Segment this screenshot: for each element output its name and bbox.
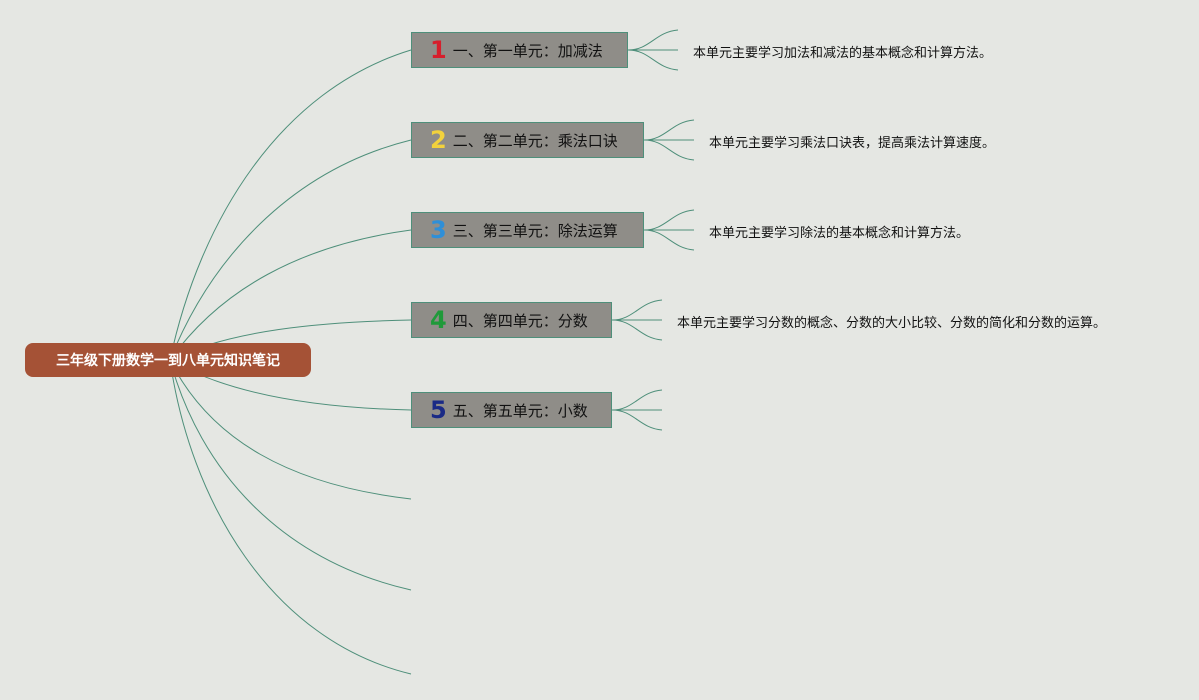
link-root-branch-2 — [169, 139, 412, 361]
link-root-empty-6 — [169, 359, 412, 500]
fan-branch-3-bot — [643, 229, 695, 251]
fan-branch-4-top — [611, 299, 663, 321]
link-root-empty-8 — [169, 359, 412, 675]
branch-detail-2[interactable]: 本单元主要学习乘法口诀表，提高乘法计算速度。 — [709, 136, 996, 151]
branch-topic-4[interactable]: 4 四、第四单元：分数 — [411, 302, 612, 338]
fan-branch-5-bot — [611, 409, 663, 431]
branch-topic-1[interactable]: 1 一、第一单元：加减法 — [411, 32, 628, 68]
fan-branch-2-top — [643, 119, 695, 141]
branch-title-5: 五、第五单元：小数 — [452, 401, 588, 420]
fan-branch-4-bot — [611, 319, 663, 341]
root-topic[interactable]: 三年级下册数学一到八单元知识笔记 — [25, 343, 311, 377]
number-5-icon: 5 — [430, 396, 447, 424]
branch-topic-5[interactable]: 5 五、第五单元：小数 — [411, 392, 612, 428]
branch-topic-2[interactable]: 2 二、第二单元：乘法口诀 — [411, 122, 644, 158]
number-2-icon: 2 — [430, 126, 447, 154]
number-4-icon: 4 — [430, 306, 447, 334]
branch-title-4: 四、第四单元：分数 — [452, 311, 588, 330]
number-1-icon: 1 — [430, 36, 447, 64]
fan-branch-5-top — [611, 389, 663, 411]
link-root-branch-1 — [169, 49, 412, 361]
branch-title-2: 二、第二单元：乘法口诀 — [452, 131, 618, 150]
branch-detail-3[interactable]: 本单元主要学习除法的基本概念和计算方法。 — [709, 226, 970, 241]
branch-title-3: 三、第三单元：除法运算 — [452, 221, 618, 240]
branch-detail-4[interactable]: 本单元主要学习分数的概念、分数的大小比较、分数的简化和分数的运算。 — [677, 316, 1107, 331]
branch-topic-3[interactable]: 3 三、第三单元：除法运算 — [411, 212, 644, 248]
branch-title-1: 一、第一单元：加减法 — [452, 41, 603, 60]
number-3-icon: 3 — [430, 216, 447, 244]
fan-branch-1-bot — [627, 49, 679, 71]
link-root-empty-7 — [169, 359, 412, 591]
fan-branch-1-top — [627, 29, 679, 51]
branch-detail-1[interactable]: 本单元主要学习加法和减法的基本概念和计算方法。 — [693, 46, 993, 61]
fan-branch-2-bot — [643, 139, 695, 161]
link-root-branch-3 — [169, 229, 412, 361]
fan-branch-3-top — [643, 209, 695, 231]
